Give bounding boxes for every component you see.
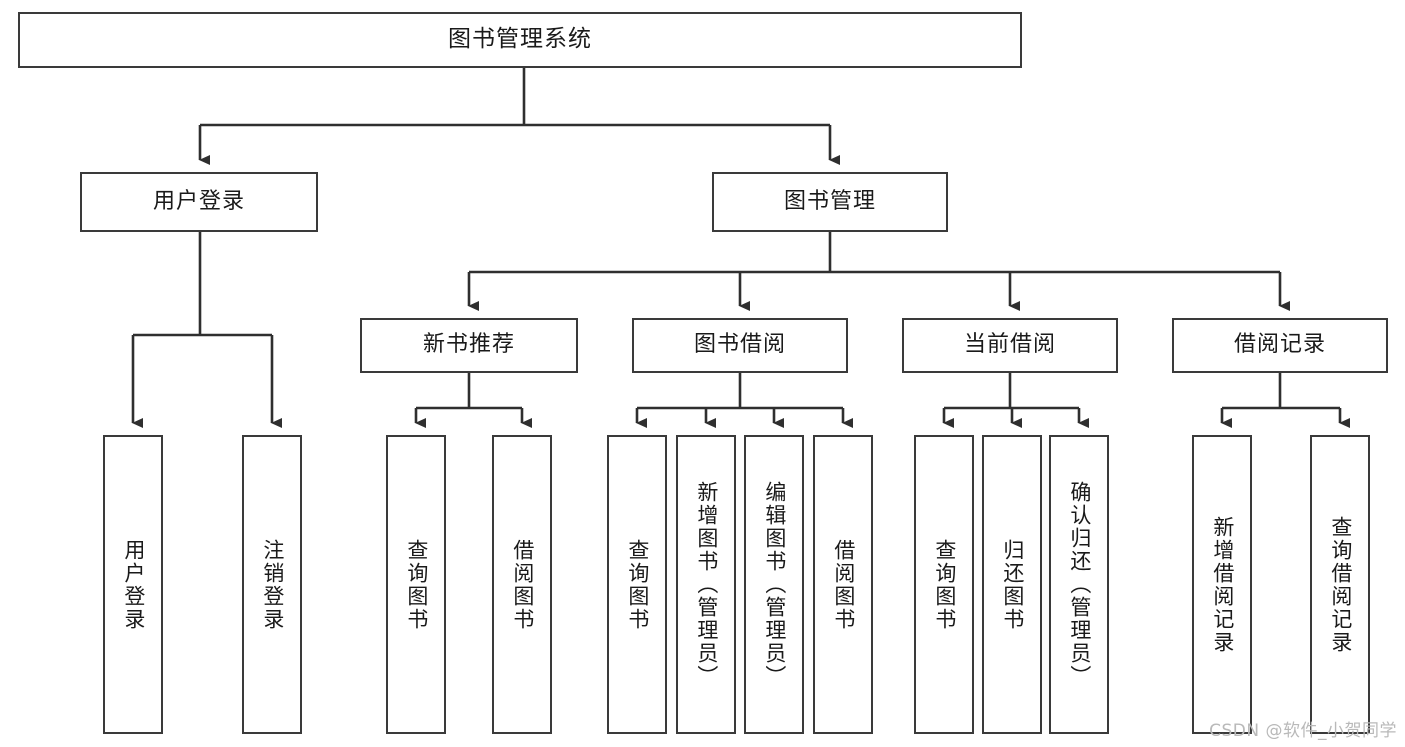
node-new-book-recommend[interactable]: 新书推荐 bbox=[360, 318, 578, 373]
leaf-edit-book[interactable]: 编辑图书（管理员） bbox=[744, 435, 804, 734]
node-borrow-record[interactable]: 借阅记录 bbox=[1172, 318, 1388, 373]
leaf-label: 查询图书 bbox=[932, 538, 957, 631]
node-book-borrow[interactable]: 图书借阅 bbox=[632, 318, 848, 373]
leaf-add-book[interactable]: 新增图书（管理员） bbox=[676, 435, 736, 734]
node-book-manage[interactable]: 图书管理 bbox=[712, 172, 948, 232]
leaf-label: 新增图书（管理员） bbox=[694, 481, 719, 688]
leaf-user-logout[interactable]: 注销登录 bbox=[242, 435, 302, 734]
leaf-label: 查询图书 bbox=[404, 538, 429, 631]
leaf-label: 借阅图书 bbox=[831, 538, 856, 631]
leaf-query-book-current[interactable]: 查询图书 bbox=[914, 435, 974, 734]
leaf-user-login[interactable]: 用户登录 bbox=[103, 435, 163, 734]
leaf-borrow-book[interactable]: 借阅图书 bbox=[813, 435, 873, 734]
leaf-label: 编辑图书（管理员） bbox=[762, 481, 787, 688]
leaf-label: 借阅图书 bbox=[510, 538, 535, 631]
leaf-query-borrow-record[interactable]: 查询借阅记录 bbox=[1310, 435, 1370, 734]
leaf-label: 注销登录 bbox=[260, 538, 285, 631]
leaf-return-book[interactable]: 归还图书 bbox=[982, 435, 1042, 734]
node-user-login[interactable]: 用户登录 bbox=[80, 172, 318, 232]
csdn-watermark: CSDN @软件_小贺同学 bbox=[1209, 721, 1397, 741]
leaf-add-borrow-record[interactable]: 新增借阅记录 bbox=[1192, 435, 1252, 734]
leaf-query-book-borrow[interactable]: 查询图书 bbox=[607, 435, 667, 734]
leaf-confirm-return[interactable]: 确认归还（管理员） bbox=[1049, 435, 1109, 734]
node-root-system[interactable]: 图书管理系统 bbox=[18, 12, 1022, 68]
node-current-borrow[interactable]: 当前借阅 bbox=[902, 318, 1118, 373]
leaf-label: 查询图书 bbox=[625, 538, 650, 631]
leaf-borrow-book-recommend[interactable]: 借阅图书 bbox=[492, 435, 552, 734]
leaf-label: 用户登录 bbox=[121, 538, 146, 631]
leaf-label: 归还图书 bbox=[1000, 538, 1025, 631]
leaf-query-book-recommend[interactable]: 查询图书 bbox=[386, 435, 446, 734]
leaf-label: 新增借阅记录 bbox=[1210, 515, 1235, 654]
leaf-label: 确认归还（管理员） bbox=[1067, 481, 1092, 688]
leaf-label: 查询借阅记录 bbox=[1328, 515, 1353, 654]
